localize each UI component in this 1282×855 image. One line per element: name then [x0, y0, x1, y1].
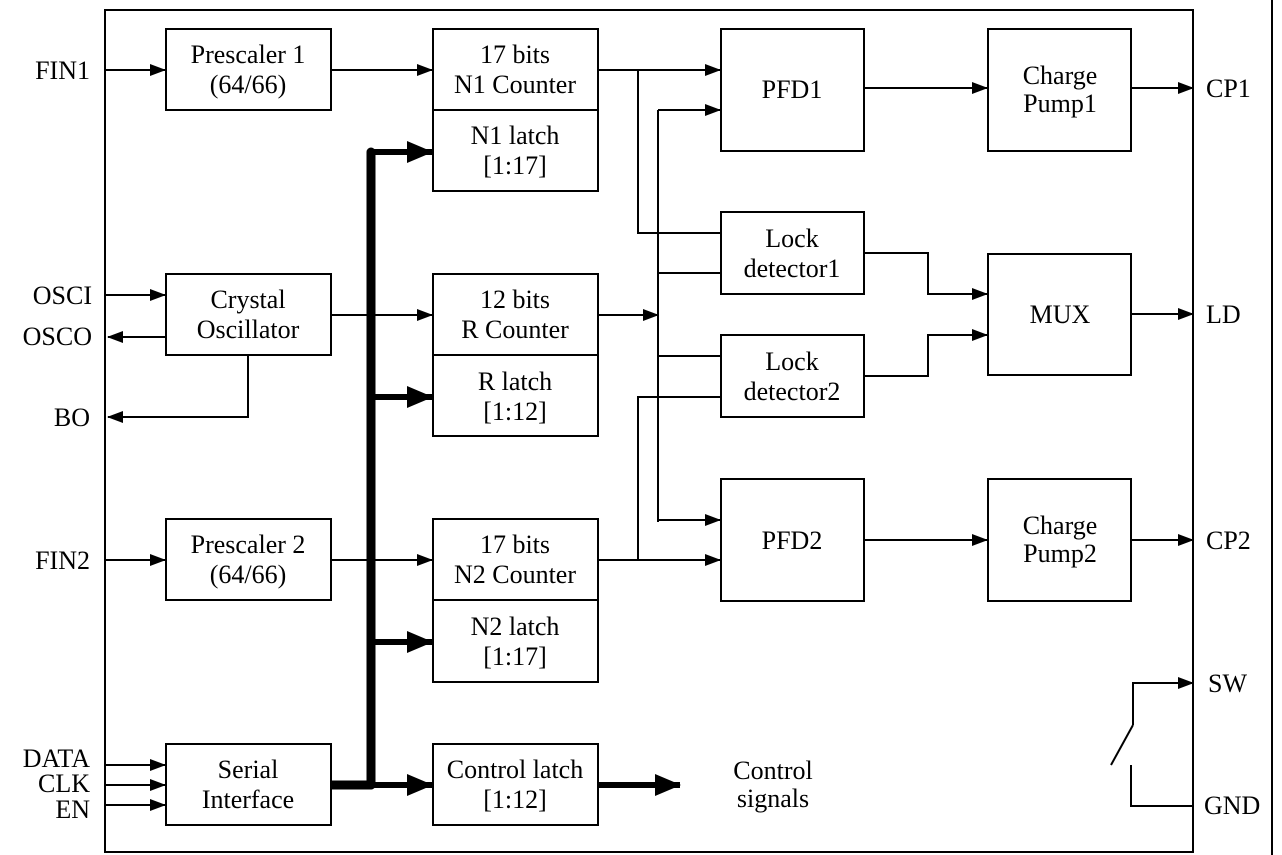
crystal-oscillator-label-1: Crystal	[210, 285, 285, 314]
pin-cp1: CP1	[1206, 74, 1251, 103]
r-latch-range: [1:12]	[483, 397, 547, 426]
n2-latch-block: N2 latch [1:17]	[432, 599, 599, 683]
input-pin-labels: FIN1 OSCI OSCO BO FIN2 DATA CLK EN	[23, 56, 92, 824]
lock-detector2-label-2: detector2	[744, 377, 841, 406]
charge-pump2-label-2: Pump2	[1023, 539, 1097, 568]
r-latch-block: R latch [1:12]	[432, 354, 599, 437]
pin-cp2: CP2	[1206, 526, 1251, 555]
n2-counter-bits: 17 bits	[480, 530, 550, 559]
mux-label: MUX	[1030, 300, 1091, 329]
charge-pump2-block: Charge Pump2	[987, 478, 1132, 602]
crystal-oscillator-block: Crystal Oscillator	[165, 273, 332, 356]
control-signals-label: Control signals	[733, 756, 812, 813]
r-latch-label: R latch	[478, 367, 552, 396]
mux-block: MUX	[987, 253, 1132, 376]
prescaler2-label: Prescaler 2	[191, 530, 306, 559]
signal-wires	[105, 64, 1194, 811]
pin-osco: OSCO	[23, 322, 92, 351]
r-counter-block: 12 bits R Counter	[432, 273, 599, 356]
pin-data: DATA	[23, 744, 90, 773]
prescaler2-block: Prescaler 2 (64/66)	[165, 518, 332, 601]
pin-bo: BO	[54, 403, 90, 432]
lock-detector1-label-1: Lock	[765, 224, 818, 253]
charge-pump1-label-1: Charge	[1023, 61, 1098, 90]
lock-detector1-label-2: detector1	[744, 254, 841, 283]
pin-fin1: FIN1	[35, 56, 90, 85]
r-counter-bits: 12 bits	[480, 285, 550, 314]
serial-interface-label-2: Interface	[202, 785, 294, 814]
n1-latch-range: [1:17]	[483, 151, 547, 180]
output-pin-labels: CP1 LD CP2 SW GND	[1204, 74, 1260, 820]
n2-latch-label: N2 latch	[471, 612, 560, 641]
pin-fin2: FIN2	[35, 546, 90, 575]
n2-latch-range: [1:17]	[483, 642, 547, 671]
serial-interface-block: Serial Interface	[165, 743, 332, 826]
prescaler1-ratio: (64/66)	[210, 70, 287, 99]
pin-osci: OSCI	[33, 281, 92, 310]
n1-counter-label: N1 Counter	[454, 70, 576, 99]
n1-counter-bits: 17 bits	[480, 40, 550, 69]
charge-pump1-block: Charge Pump1	[987, 28, 1132, 152]
n1-latch-label: N1 latch	[471, 121, 560, 150]
n2-counter-block: 17 bits N2 Counter	[432, 518, 599, 601]
prescaler1-block: Prescaler 1 (64/66)	[165, 28, 332, 111]
control-latch-label: Control latch	[447, 755, 583, 784]
crystal-oscillator-label-2: Oscillator	[197, 315, 300, 344]
control-latch-block: Control latch [1:12]	[432, 743, 599, 826]
n2-counter-label: N2 Counter	[454, 560, 576, 589]
pfd2-block: PFD2	[720, 478, 865, 602]
pin-gnd: GND	[1204, 791, 1260, 820]
pfd2-label: PFD2	[762, 526, 823, 555]
pfd1-block: PFD1	[720, 28, 865, 152]
n1-latch-block: N1 latch [1:17]	[432, 109, 599, 192]
charge-pump2-label-1: Charge	[1023, 511, 1098, 540]
serial-interface-label-1: Serial	[218, 755, 279, 784]
charge-pump1-label-2: Pump1	[1023, 89, 1097, 118]
pin-clk: CLK	[38, 769, 90, 798]
control-signals-label-2: signals	[737, 784, 809, 813]
data-bus	[326, 141, 681, 796]
control-latch-range: [1:12]	[483, 785, 547, 814]
lock-detector2-block: Lock detector2	[720, 334, 865, 418]
lock-detector1-block: Lock detector1	[720, 211, 865, 295]
pin-ld: LD	[1206, 300, 1241, 329]
n1-counter-block: 17 bits N1 Counter	[432, 28, 599, 111]
lock-detector2-label-1: Lock	[765, 347, 818, 376]
chip-outline	[104, 9, 1194, 853]
pin-en: EN	[55, 795, 90, 824]
control-signals-label-1: Control	[733, 756, 812, 785]
prescaler2-ratio: (64/66)	[210, 560, 287, 589]
pin-sw: SW	[1208, 669, 1247, 698]
pfd1-label: PFD1	[762, 75, 823, 104]
r-counter-label: R Counter	[461, 315, 569, 344]
prescaler1-label: Prescaler 1	[191, 40, 306, 69]
